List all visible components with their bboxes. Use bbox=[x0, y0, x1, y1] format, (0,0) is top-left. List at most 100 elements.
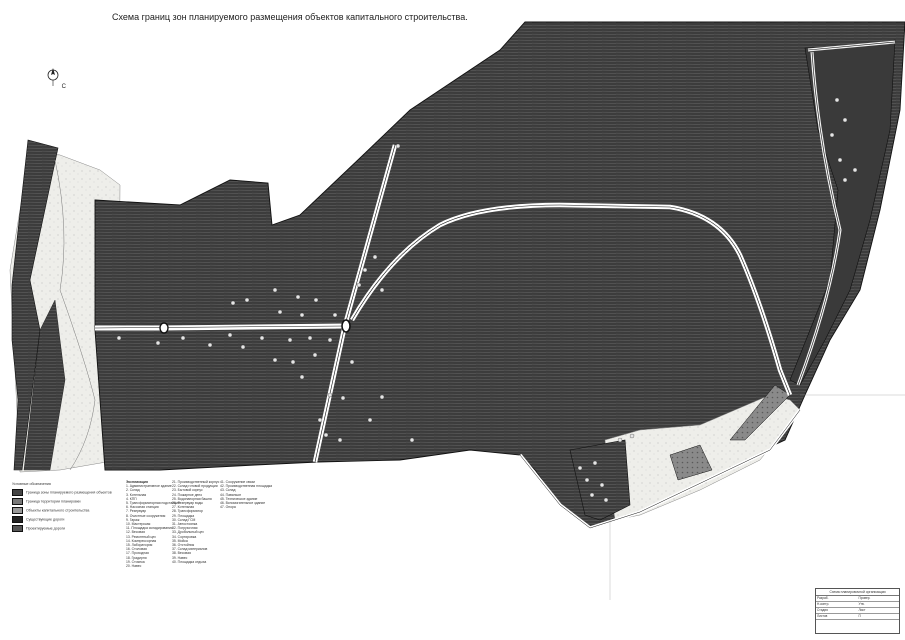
object-marker bbox=[372, 254, 378, 260]
list-item: 6. Насосная станция bbox=[126, 505, 159, 510]
object-marker bbox=[295, 294, 301, 300]
title-block-cell: Лист bbox=[857, 608, 899, 614]
legend-item: Существующие дороги bbox=[12, 516, 122, 523]
list-item: 44. Павильон bbox=[220, 492, 242, 497]
object-marker bbox=[240, 344, 246, 350]
objects-list-3: 41. Сооружение связи 42. Производственна… bbox=[220, 480, 272, 509]
legend-item: Проектируемые дороги bbox=[12, 525, 122, 532]
object-marker bbox=[842, 177, 848, 183]
object-marker bbox=[312, 352, 318, 358]
object-marker bbox=[599, 482, 605, 488]
object-marker bbox=[367, 417, 373, 423]
north-arrow-icon: С bbox=[46, 66, 66, 90]
list-item: 4. КПП bbox=[126, 496, 137, 501]
title-block-cell: Провер. bbox=[857, 596, 899, 602]
list-item: 5. Трансформаторная подстанция bbox=[126, 501, 180, 506]
object-marker bbox=[272, 287, 278, 293]
legend-swatch bbox=[12, 507, 23, 514]
list-item: 36. Отстойник bbox=[172, 543, 195, 548]
object-marker bbox=[592, 460, 598, 466]
list-item: 2. Склад bbox=[126, 488, 140, 493]
map-legend: Условные обозначения Граница зоны планир… bbox=[12, 480, 122, 534]
list-item: 21. Производственный корпус bbox=[172, 480, 220, 484]
object-marker bbox=[323, 432, 329, 438]
title-block-cell: Н.контр. bbox=[816, 602, 858, 608]
list-item: 45. Техническое здание bbox=[220, 496, 258, 501]
compass-label: С bbox=[61, 84, 67, 90]
list-item: 17. Проходная bbox=[126, 551, 149, 556]
list-item: 40. Площадка отдыха bbox=[172, 559, 207, 564]
object-marker bbox=[332, 312, 338, 318]
object-marker bbox=[603, 497, 609, 503]
object-marker bbox=[395, 143, 401, 149]
list-item: 30. Склад ГСМ bbox=[172, 517, 196, 522]
title-block-header: Схема планировочной организации bbox=[816, 589, 899, 596]
list-item: 16. Столовая bbox=[126, 547, 147, 552]
list-item: 1. Административное здание bbox=[126, 484, 172, 489]
list-item: 27. Котельная bbox=[172, 505, 195, 510]
list-item: 39. Навес bbox=[172, 555, 188, 560]
list-item: 26. Резервуар воды bbox=[172, 501, 203, 506]
list-item: 33. Дробильный цех bbox=[172, 530, 204, 535]
list-item: 23. Бытовой корпус bbox=[172, 488, 203, 493]
object-marker bbox=[589, 492, 595, 498]
zone-se-block-2 bbox=[669, 444, 713, 481]
list-item: 15. Лаборатория bbox=[126, 543, 153, 548]
object-marker bbox=[259, 335, 265, 341]
list-item: 35. Мойка bbox=[172, 538, 188, 543]
objects-list-1: Экспликация 1. Административное здание 2… bbox=[126, 480, 180, 568]
object-marker bbox=[852, 167, 858, 173]
object-marker bbox=[577, 465, 583, 471]
list-item: 41. Сооружение связи bbox=[220, 480, 255, 484]
list-item: 32. Погрузочная bbox=[172, 526, 198, 531]
list-item: 11. Площадка складирования bbox=[126, 526, 173, 531]
object-marker bbox=[349, 359, 355, 365]
list-item: 42. Производственная площадка bbox=[220, 484, 273, 489]
list-item: 14. Компрессорная bbox=[126, 538, 157, 543]
zone-se-dark bbox=[569, 439, 631, 521]
list-item: 8. Очистные сооружения bbox=[126, 513, 166, 518]
object-marker bbox=[317, 417, 323, 423]
object-marker bbox=[244, 297, 250, 303]
object-marker bbox=[272, 357, 278, 363]
legend-item: Граница территории планировки bbox=[12, 498, 122, 505]
list-item: 22. Склад готовой продукции bbox=[172, 484, 218, 489]
list-item: 25. Водонапорная башня bbox=[172, 496, 212, 501]
title-block-cell: Утв. bbox=[857, 602, 899, 608]
object-marker bbox=[409, 437, 415, 443]
list-item: 20. Навес bbox=[126, 564, 142, 569]
object-marker bbox=[327, 337, 333, 343]
list-item: 10. Мастерская bbox=[126, 522, 151, 527]
object-marker bbox=[327, 392, 333, 398]
forest-patch-ne bbox=[789, 39, 896, 386]
list-item: 43. Склад bbox=[220, 488, 236, 493]
list-item: 28. Трансформатор bbox=[172, 509, 203, 514]
object-marker bbox=[617, 437, 623, 443]
object-marker bbox=[287, 337, 293, 343]
title-block-cell: П bbox=[857, 614, 899, 620]
object-marker bbox=[362, 267, 368, 273]
object-marker bbox=[379, 287, 385, 293]
list-item: 34. Сортировка bbox=[172, 534, 197, 539]
title-block-cell: Листов bbox=[816, 614, 858, 620]
object-marker bbox=[299, 374, 305, 380]
object-marker bbox=[379, 394, 385, 400]
legend-swatch bbox=[12, 498, 23, 505]
legend-swatch bbox=[12, 516, 23, 523]
object-marker bbox=[180, 335, 186, 341]
list-item: 31. Автостоянка bbox=[172, 522, 198, 527]
objects-list-header: Экспликация bbox=[126, 480, 148, 484]
object-marker bbox=[356, 282, 362, 288]
title-block-cell: Разраб. bbox=[816, 596, 858, 602]
map-title: Схема границ зон планируемого размещения… bbox=[112, 12, 468, 22]
roundabout-west bbox=[159, 322, 169, 334]
title-block-cell: Стадия bbox=[816, 608, 858, 614]
list-item: 3. Котельная bbox=[126, 492, 147, 497]
legend-item: Граница зоны планируемого размещения объ… bbox=[12, 489, 122, 496]
object-marker bbox=[313, 297, 319, 303]
object-marker bbox=[340, 395, 346, 401]
list-item: 38. Весовая bbox=[172, 551, 191, 556]
title-block: Схема планировочной организации Разраб. … bbox=[815, 588, 900, 634]
